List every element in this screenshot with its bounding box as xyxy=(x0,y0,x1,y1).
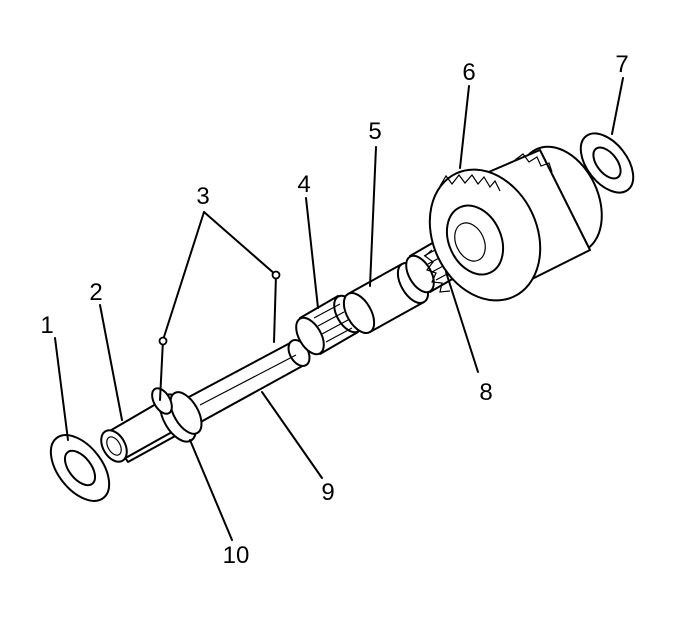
callout-6: 6 xyxy=(462,59,475,86)
callout-10: 10 xyxy=(223,542,250,569)
callout-7: 7 xyxy=(615,51,628,78)
needle-bearing-center xyxy=(295,294,363,356)
callout-9: 9 xyxy=(321,479,334,506)
cluster-gear xyxy=(424,145,603,302)
callout-1: 1 xyxy=(40,312,53,339)
shaft-collar xyxy=(151,387,203,443)
callout-2: 2 xyxy=(89,279,102,306)
callout-4: 4 xyxy=(297,171,310,198)
leader-lines xyxy=(54,77,624,541)
callout-8: 8 xyxy=(479,379,492,406)
thrust-washer-left xyxy=(49,434,111,502)
thrust-washer-right xyxy=(579,132,635,194)
callout-5: 5 xyxy=(368,118,381,145)
callout-3: 3 xyxy=(196,183,209,210)
callout-labels: 1 2 3 4 5 6 7 8 9 10 xyxy=(40,51,628,569)
